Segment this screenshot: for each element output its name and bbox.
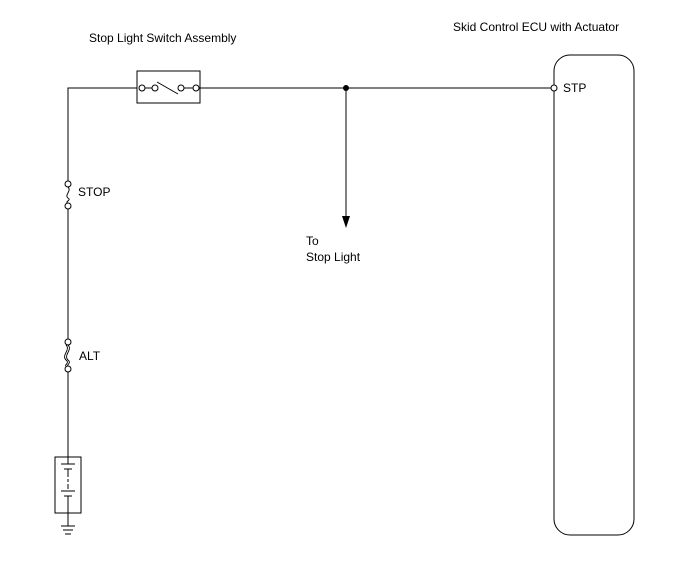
fuse-stop xyxy=(64,180,72,210)
fuse-alt-label: ALT xyxy=(79,349,101,363)
switch-housing xyxy=(136,70,201,104)
fuse-alt-element-a xyxy=(66,344,70,367)
fuse-alt-element-b xyxy=(64,344,68,367)
ground-icon xyxy=(61,513,75,535)
fuse-stop-element xyxy=(66,186,70,204)
left-supply-wire xyxy=(67,87,137,520)
battery xyxy=(54,456,82,514)
fuse-stop-label: STOP xyxy=(78,185,110,199)
switch-title: Stop Light Switch Assembly xyxy=(89,31,236,45)
ecu-terminal-label: STP xyxy=(563,81,586,95)
ecu-title: Skid Control ECU with Actuator xyxy=(453,20,619,34)
switch-terminal-left xyxy=(138,84,146,92)
branch-to-label: To xyxy=(306,234,319,248)
branch-arrow-icon xyxy=(342,216,350,228)
switch-terminal-right xyxy=(192,84,200,92)
ecu-stp-terminal xyxy=(550,84,558,92)
ecu-box xyxy=(553,54,635,536)
switch-contact-right xyxy=(177,84,185,92)
switch-blade xyxy=(156,81,179,95)
fuse-alt xyxy=(63,338,73,373)
branch-destination-label: Stop Light xyxy=(306,250,361,264)
stop-light-switch xyxy=(136,70,201,104)
switch-contact-left xyxy=(151,84,159,92)
